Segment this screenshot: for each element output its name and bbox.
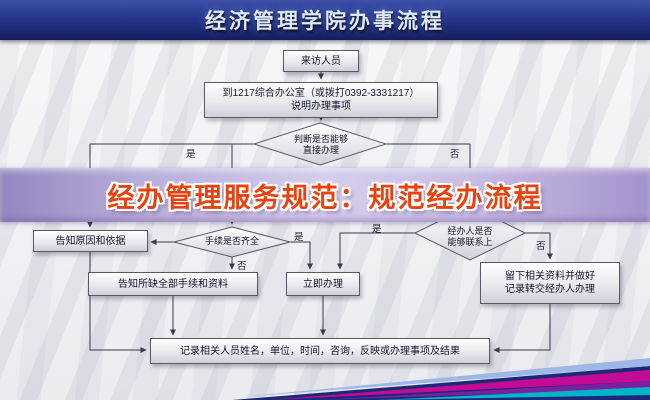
title-bar: 经济管理学院办事流程 <box>0 0 650 40</box>
page-title: 经济管理学院办事流程 <box>205 10 445 33</box>
branch-no-complete: 否 <box>237 261 247 272</box>
decision-complete-shape <box>172 226 292 258</box>
overlay-banner-text: 经办管理服务规范：规范经办流程 <box>107 182 543 213</box>
ribbon-purple <box>318 381 650 400</box>
node-handle-now: 立即办理 <box>286 272 360 296</box>
node-inform-missing-label: 告知所缺全部手续和资料 <box>118 278 228 290</box>
node-office: 到1217综合办公室（或拨打0392-3331217） 说明办理事项 <box>204 82 438 118</box>
node-office-line2: 说明办理事项 <box>291 101 351 112</box>
overlay-banner: 经办管理服务规范：规范经办流程 <box>0 168 650 222</box>
branch-yes-complete: 是 <box>294 232 304 243</box>
branch-no-direct: 否 <box>450 149 460 160</box>
node-record: 记录相关人员姓名，单位，时间，咨询，反映或办理事项及结果 <box>150 338 490 364</box>
node-leave-materials-line1: 留下相关资料并做好 <box>505 271 595 282</box>
node-visitor-label: 来访人员 <box>301 55 341 67</box>
bottom-ribbons <box>232 358 650 400</box>
node-inform-missing: 告知所缺全部手续和资料 <box>88 272 258 296</box>
node-leave-materials: 留下相关资料并做好 记录转交经办人办理 <box>480 262 620 304</box>
node-inform-reason: 告知原因和依据 <box>33 230 148 252</box>
node-visitor: 来访人员 <box>283 50 359 72</box>
branch-no-contact: 否 <box>536 241 546 252</box>
branch-yes-contact: 是 <box>372 224 382 235</box>
ribbon-magenta <box>268 370 650 400</box>
ribbon-teal <box>378 387 650 400</box>
node-record-label: 记录相关人员姓名，单位，时间，咨询，反映或办理事项及结果 <box>180 345 460 357</box>
node-leave-materials-line2: 记录转交经办人办理 <box>505 284 595 295</box>
node-handle-now-label: 立即办理 <box>303 278 343 290</box>
ribbon-lightblue <box>240 358 650 397</box>
branch-yes-direct: 是 <box>186 149 196 160</box>
decision-direct-shape <box>252 122 388 166</box>
node-inform-reason-label: 告知原因和依据 <box>55 235 126 247</box>
decision-contact-label: 经办人是否 能够联系上 <box>447 225 493 247</box>
decision-complete-label: 手续是否齐全 <box>204 236 259 247</box>
decision-direct-label: 判断是否能够 直接办理 <box>293 133 348 155</box>
node-office-line1: 到1217综合办公室（或拨打0392-3331217） <box>222 88 420 99</box>
